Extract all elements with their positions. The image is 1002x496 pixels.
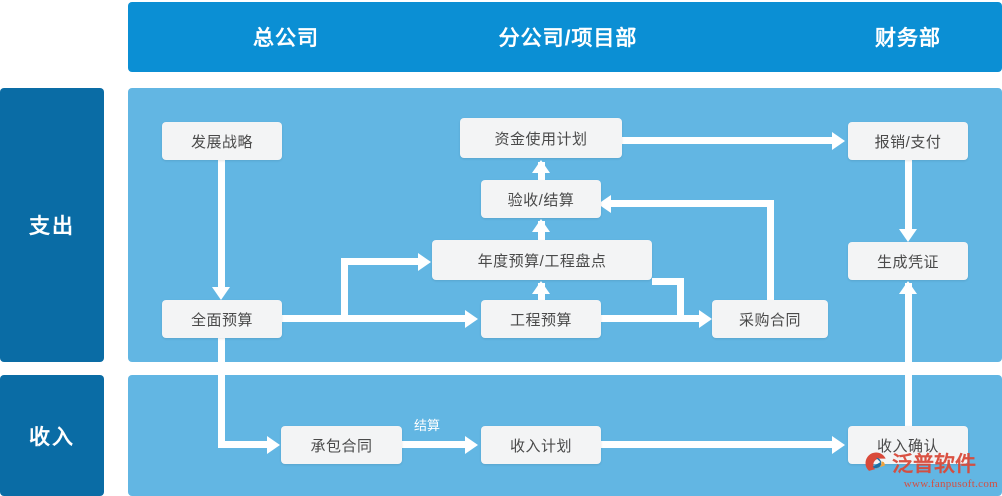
header-bar: 总公司 分公司/项目部 财务部 — [128, 2, 1002, 72]
node-overall-budget[interactable]: 全面预算 — [162, 300, 282, 338]
connector-budget-down-lower — [218, 375, 225, 442]
node-label: 收入计划 — [509, 437, 572, 455]
node-development-strategy[interactable]: 发展战略 — [162, 122, 282, 160]
connector-budget-branch-horizontal — [341, 258, 421, 265]
arrowhead-annual-budget-to-acceptance — [532, 219, 550, 232]
arrowhead-income-confirm-to-voucher — [899, 281, 917, 294]
connector-contract-to-income-plan — [402, 441, 468, 448]
node-label: 年度预算/工程盘点 — [477, 252, 607, 270]
connector-annual-budget-side-stub — [652, 278, 684, 285]
node-label: 生成凭证 — [876, 253, 939, 271]
node-label: 工程预算 — [509, 311, 572, 329]
arrowhead-project-budget-to-purchase — [699, 310, 712, 328]
connector-income-confirm-to-voucher-upper — [905, 283, 912, 363]
connector-annual-budget-down-to-purchase — [677, 278, 684, 318]
connector-purchase-up — [767, 200, 774, 300]
arrowhead-acceptance-to-fund-plan — [532, 160, 550, 173]
node-project-budget[interactable]: 工程预算 — [481, 300, 601, 338]
arrowhead-fund-plan-to-payment — [832, 132, 845, 150]
node-purchase-contract[interactable]: 采购合同 — [712, 300, 828, 338]
edge-label-settlement: 结算 — [414, 418, 441, 433]
node-label: 发展战略 — [190, 133, 253, 151]
connector-payment-to-voucher — [905, 160, 912, 230]
node-annual-budget-project-inventory[interactable]: 年度预算/工程盘点 — [432, 240, 652, 280]
arrowhead-contract-to-income-plan — [465, 436, 478, 454]
arrowhead-budget-to-annual-budget — [418, 253, 431, 271]
connector-income-confirm-to-voucher-lower — [905, 375, 912, 429]
sidebar-item-expenditure: 支出 — [0, 88, 104, 362]
connector-budget-branch-vertical — [341, 258, 348, 318]
node-income-plan[interactable]: 收入计划 — [481, 426, 601, 464]
connector-project-budget-to-purchase — [601, 315, 702, 322]
sidebar-item-income: 收入 — [0, 375, 104, 496]
node-fund-usage-plan[interactable]: 资金使用计划 — [460, 118, 622, 158]
node-acceptance-settlement[interactable]: 验收/结算 — [481, 180, 601, 218]
node-label: 收入确认 — [876, 437, 939, 455]
connector-income-plan-to-confirm — [601, 441, 835, 448]
column-header-finance: 财务部 — [875, 27, 941, 50]
arrowhead-payment-to-voucher — [899, 229, 917, 242]
node-income-confirmation[interactable]: 收入确认 — [848, 426, 968, 464]
node-label: 全面预算 — [190, 311, 253, 329]
node-label: 报销/支付 — [874, 133, 942, 151]
connector-annual-budget-to-acceptance — [538, 221, 545, 243]
arrowhead-budget-to-contract — [267, 436, 280, 454]
arrowhead-purchase-to-acceptance — [598, 195, 611, 213]
node-label: 采购合同 — [738, 311, 801, 329]
connector-budget-to-contract — [218, 441, 270, 448]
column-header-branch-project: 分公司/项目部 — [498, 27, 638, 50]
connector-strategy-to-budget — [218, 160, 225, 287]
column-header-head-office: 总公司 — [253, 27, 319, 50]
node-reimbursement-payment[interactable]: 报销/支付 — [848, 122, 968, 160]
arrowhead-project-budget-to-annual-budget — [532, 281, 550, 294]
connector-purchase-to-acceptance — [611, 200, 774, 207]
node-label: 验收/结算 — [507, 191, 575, 209]
connector-budget-down-upper — [218, 338, 225, 362]
connector-fund-plan-to-payment — [622, 137, 835, 144]
connector-budget-to-project-budget — [282, 315, 468, 322]
arrowhead-strategy-to-budget — [212, 287, 230, 300]
arrowhead-budget-to-project-budget — [465, 310, 478, 328]
node-label: 承包合同 — [310, 437, 373, 455]
node-label: 资金使用计划 — [494, 130, 588, 148]
arrowhead-income-plan-to-confirm — [832, 436, 845, 454]
node-generate-voucher[interactable]: 生成凭证 — [848, 242, 968, 280]
node-contracting-contract[interactable]: 承包合同 — [281, 426, 402, 464]
connector-project-budget-to-annual-budget — [538, 283, 545, 305]
